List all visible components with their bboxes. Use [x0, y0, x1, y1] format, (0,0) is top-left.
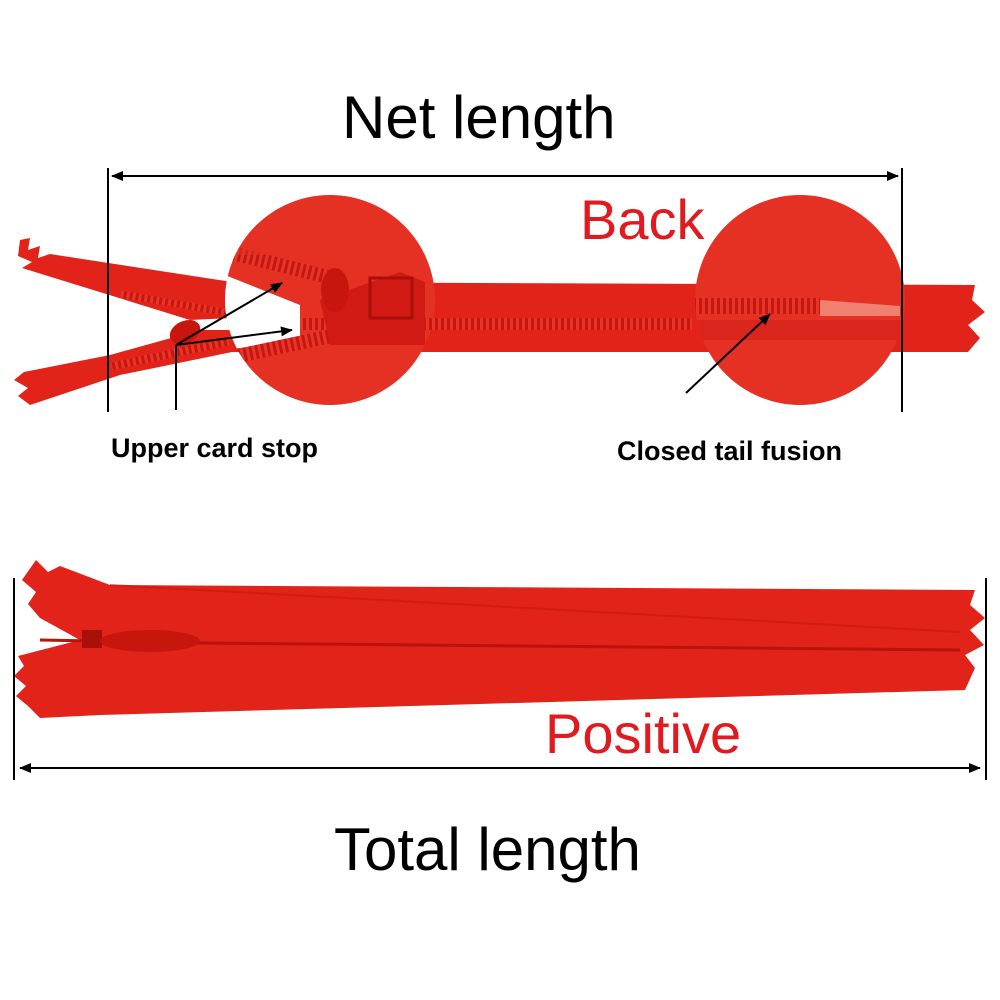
upper-card-stop-arrow-2 — [175, 326, 293, 346]
positive-label: Positive — [545, 702, 742, 765]
slider-magnifier — [225, 195, 435, 405]
positive-zipper-slider — [100, 630, 200, 652]
positive-zipper — [14, 560, 985, 718]
closed-tail-fusion-arrow — [685, 313, 771, 394]
upper-card-stop-slider — [169, 319, 201, 345]
total-length-label: Total length — [334, 816, 641, 883]
upper-card-stop-arrow-1 — [175, 282, 283, 346]
net-length-label: Net length — [342, 84, 616, 151]
back-zipper-upper-split — [18, 238, 232, 320]
back-label: Back — [580, 188, 705, 251]
closed-tail-fusion-label: Closed tail fusion — [617, 436, 843, 466]
positive-zipper-tape — [14, 560, 985, 718]
tail-magnifier — [695, 195, 905, 405]
upper-card-stop-label: Upper card stop — [111, 433, 319, 463]
